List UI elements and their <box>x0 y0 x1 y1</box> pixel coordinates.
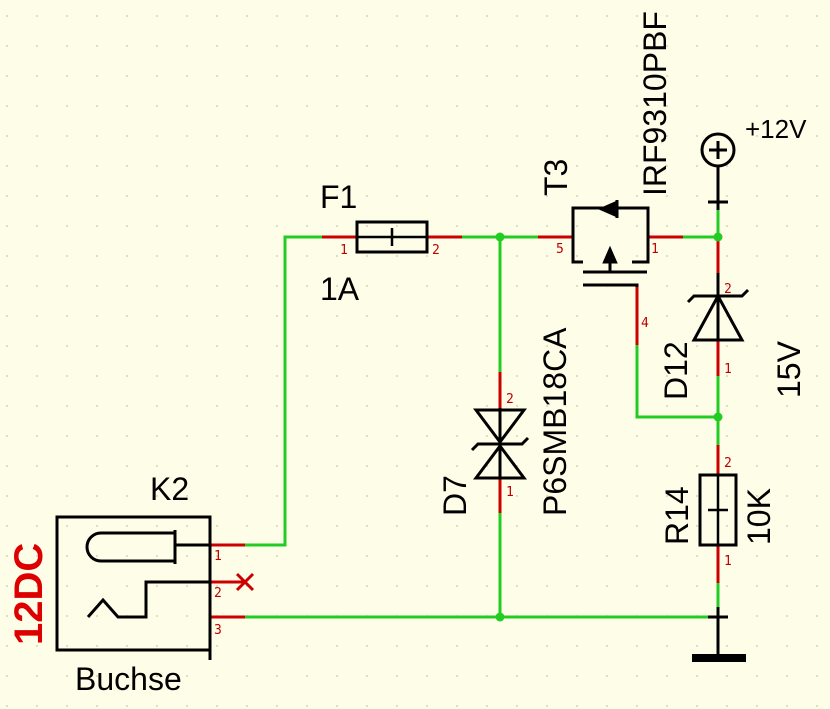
tvs-pin-top: 2 <box>506 392 514 407</box>
fuse-pin1: 1 <box>340 243 348 258</box>
junction-dot <box>713 412 723 422</box>
zener-value: 15V <box>771 340 807 398</box>
ground-icon <box>692 607 746 662</box>
wires <box>243 168 720 619</box>
connector-pin3: 3 <box>214 623 222 638</box>
junction-dot <box>713 232 723 242</box>
mosfet-pin-source: 5 <box>556 242 564 257</box>
connector-value: Buchse <box>75 661 182 697</box>
connector-pin1: 1 <box>214 549 222 564</box>
power-supply-icon: +12V <box>700 114 807 210</box>
tvs-value: P6SMB18CA <box>537 327 573 516</box>
mosfet-t3[interactable]: T3 IRF9310PBF 5 1 4 <box>538 11 673 331</box>
tvs-ref: D7 <box>437 475 473 516</box>
fuse-value: 1A <box>320 271 360 307</box>
zener-pin-top: 2 <box>724 282 732 297</box>
mosfet-ref: T3 <box>538 159 574 196</box>
power-label: +12V <box>745 114 807 144</box>
fuse-ref: F1 <box>320 179 357 215</box>
zener-pin-bottom: 1 <box>724 362 732 377</box>
mosfet-pin-gate: 4 <box>641 316 649 331</box>
junction-dot <box>495 612 505 622</box>
junctions <box>495 232 723 622</box>
connector-ref: K2 <box>150 471 189 507</box>
connector-pin2: 2 <box>214 586 222 601</box>
zener-diode-d12[interactable]: D12 15V 2 1 <box>658 273 807 400</box>
zener-ref: D12 <box>658 341 694 400</box>
fuse-f1[interactable]: F1 1A 1 2 <box>320 179 440 307</box>
tvs-diode-d7[interactable]: D7 P6SMB18CA 2 1 <box>437 327 573 516</box>
no-connect-icon <box>235 572 255 592</box>
resistor-pin-bottom: 1 <box>724 554 732 569</box>
resistor-pin-top: 2 <box>724 456 732 471</box>
resistor-value: 10K <box>741 488 777 545</box>
connector-k2[interactable]: K2 Buchse 1 2 3 <box>55 471 222 697</box>
resistor-r14[interactable]: R14 10K 2 1 <box>659 456 777 569</box>
source-label: 12DC <box>7 543 51 645</box>
resistor-ref: R14 <box>659 486 695 545</box>
junction-dot <box>495 232 505 242</box>
wire-k2-pin1-to-fuse <box>243 235 324 547</box>
tvs-pin-bottom: 1 <box>506 485 514 500</box>
mosfet-pin-drain: 1 <box>651 242 659 257</box>
mosfet-value: IRF9310PBF <box>637 11 673 196</box>
fuse-pin2: 2 <box>432 243 440 258</box>
pin-stubs <box>210 235 720 619</box>
wire-gate-to-divider <box>635 343 720 419</box>
